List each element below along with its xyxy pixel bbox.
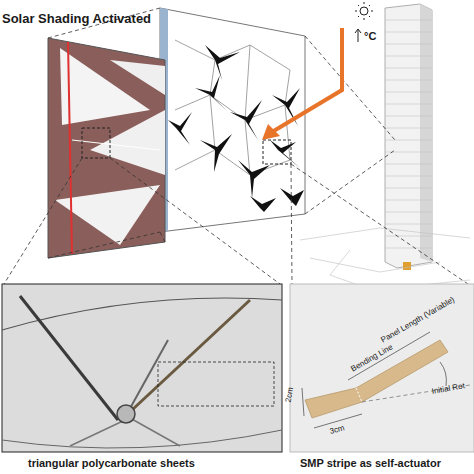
heat-arrow <box>262 28 342 140</box>
figure-title: Solar Shading Activated <box>2 12 151 26</box>
smp-stripe-detail <box>290 284 474 452</box>
shading-panel-activated <box>160 8 305 232</box>
sheet-photo <box>2 284 282 452</box>
shading-panel-closeup <box>48 38 165 258</box>
zoom-lines <box>4 8 468 284</box>
detail-caption: SMP stripe as self-actuator <box>300 457 441 469</box>
photo-caption: triangular polycarbonate sheets <box>28 457 195 469</box>
temperature-label: °C <box>364 30 376 42</box>
tower-building <box>300 4 470 290</box>
